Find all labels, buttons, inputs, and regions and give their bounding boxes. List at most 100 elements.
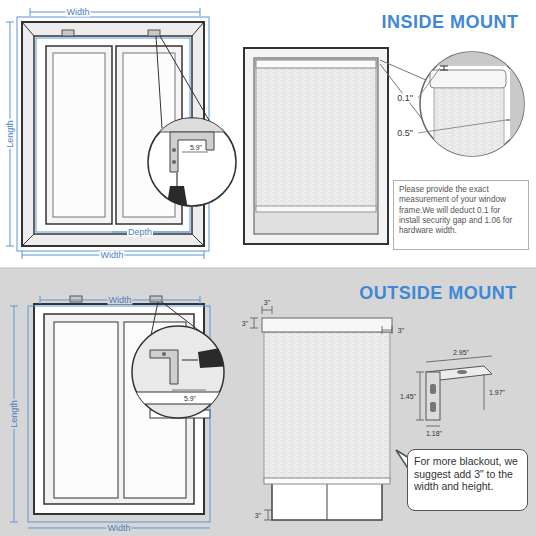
dimension-label: Width bbox=[106, 524, 131, 533]
dimension-lines-part bbox=[250, 318, 258, 319]
inside-window-part bbox=[62, 30, 74, 36]
panel-backgrounds-part bbox=[0, 268, 536, 269]
magnifier-callout-part-part bbox=[182, 359, 198, 361]
magnifier-callout-part bbox=[160, 36, 210, 122]
panel-backgrounds-part bbox=[0, 0, 536, 268]
dimension-lines-part bbox=[204, 251, 205, 259]
magnifier-callout-part bbox=[128, 346, 232, 404]
dimension-lines-part bbox=[200, 296, 201, 304]
bracket-detail-part bbox=[430, 384, 436, 394]
outside-shade-part bbox=[264, 478, 390, 484]
dimension-lines-part bbox=[10, 522, 18, 523]
inside-window-part bbox=[192, 234, 204, 246]
inside-shade-part bbox=[256, 206, 376, 212]
bracket-detail-part bbox=[457, 370, 467, 374]
dimension-label: 0.5" bbox=[396, 129, 414, 138]
dimension-label: 1.97" bbox=[489, 389, 505, 396]
inside-window-part bbox=[46, 46, 112, 224]
outside-shade bbox=[262, 318, 392, 520]
dimension-lines-part bbox=[382, 326, 383, 334]
magnifier-callout-part-part bbox=[440, 70, 448, 71]
magnifier-callout bbox=[140, 36, 250, 210]
bracket-detail-part bbox=[426, 372, 440, 420]
note-text: For more blackout, we suggest add 3" to … bbox=[414, 455, 521, 493]
dimension-lines-part bbox=[392, 326, 393, 334]
magnifier-callout bbox=[128, 302, 232, 418]
magnifier-callout-part-part bbox=[140, 118, 250, 132]
dimension-label: Width bbox=[65, 8, 90, 17]
dimension-label: Width bbox=[99, 251, 124, 260]
magnifier-callout-part-part bbox=[430, 70, 506, 88]
dimension-lines-part bbox=[264, 510, 272, 511]
magnifier-callout-part bbox=[416, 50, 534, 170]
inside-window-part bbox=[148, 30, 160, 36]
dimension-lines-part bbox=[40, 296, 41, 304]
dimension-lines-part bbox=[264, 520, 272, 521]
dimension-label: 3" bbox=[398, 327, 404, 334]
dimension-label: 2.95" bbox=[453, 349, 469, 356]
dimension-lines-part bbox=[262, 310, 272, 311]
magnifier-callout-part bbox=[156, 36, 162, 128]
magnifier-callout-part-part bbox=[176, 172, 178, 186]
outside-shade-part bbox=[264, 332, 390, 480]
outside-window-part bbox=[150, 296, 162, 302]
magnifier-callout-part-part bbox=[506, 120, 510, 121]
inside-window-part bbox=[22, 234, 34, 246]
magnifier-callout-part bbox=[418, 120, 506, 133]
magnifier-callout-part-part bbox=[150, 350, 178, 384]
dimension-lines-part bbox=[250, 328, 258, 329]
section-heading: OUTSIDE MOUNT bbox=[359, 284, 517, 302]
inside-shade-part bbox=[254, 58, 378, 234]
magnifier-callout-part bbox=[380, 60, 426, 80]
note-box: Please provide the exact measurement of … bbox=[393, 180, 529, 250]
dimension-lines-part bbox=[30, 8, 31, 16]
dimension-label: 3" bbox=[264, 299, 270, 306]
dimension-lines-part bbox=[426, 426, 440, 427]
inside-shade-part bbox=[256, 60, 376, 210]
dimension-label: Length bbox=[6, 119, 15, 149]
dimension-lines bbox=[250, 306, 392, 520]
dimension-lines-part bbox=[420, 372, 421, 420]
dimension-lines-part bbox=[6, 22, 14, 23]
magnifier-callout-part-part bbox=[172, 148, 176, 152]
magnifier-callout-part-part bbox=[162, 352, 166, 356]
dimension-lines-part bbox=[6, 246, 14, 247]
magnifier-callout-part-part bbox=[128, 392, 228, 404]
inside-shade-part bbox=[244, 48, 388, 244]
magnifier-callout-part bbox=[418, 68, 440, 98]
magnifier-callout-part-part bbox=[166, 186, 188, 210]
inside-window-part bbox=[22, 22, 34, 36]
outside-shade-part bbox=[327, 484, 328, 520]
dimension-lines-part bbox=[416, 420, 424, 421]
dimension-label: Width bbox=[107, 296, 132, 305]
magnifier-callout-part bbox=[140, 118, 250, 210]
dimension-lines-part bbox=[426, 356, 492, 362]
dimension-lines-part bbox=[10, 306, 18, 307]
magnifier-callout-part-part bbox=[172, 160, 176, 164]
dimension-lines bbox=[416, 356, 492, 426]
dimension-lines-part bbox=[30, 12, 200, 13]
dimension-label: 1.45" bbox=[400, 393, 416, 400]
dimension-lines-part bbox=[382, 330, 392, 331]
magnifier-callout-part-part bbox=[172, 390, 206, 391]
outside-window-part bbox=[54, 322, 118, 498]
dimension-lines-part bbox=[254, 318, 255, 328]
panel-backgrounds-part bbox=[0, 268, 536, 536]
dimension-label: Depth bbox=[127, 228, 153, 237]
magnifier-callout-part-part bbox=[416, 50, 532, 66]
inside-window-part bbox=[192, 22, 204, 36]
dimension-label: 3" bbox=[255, 512, 261, 519]
magnifier-callout-part-part bbox=[440, 66, 448, 67]
magnifier-callout-part-part bbox=[434, 88, 504, 168]
dimension-lines-part bbox=[262, 306, 263, 314]
section-heading: INSIDE MOUNT bbox=[381, 13, 518, 31]
magnifier-callout-part-part bbox=[182, 152, 208, 153]
dimension-label: 0.1" bbox=[396, 94, 414, 103]
dimension-label: 1.18" bbox=[426, 430, 442, 437]
dimension-lines-part bbox=[268, 510, 269, 520]
magnifier-callout-part-part bbox=[198, 346, 232, 368]
tip-callout: For more blackout, we suggest add 3" to … bbox=[407, 449, 528, 511]
dimension-label: 5.9" bbox=[184, 395, 196, 402]
